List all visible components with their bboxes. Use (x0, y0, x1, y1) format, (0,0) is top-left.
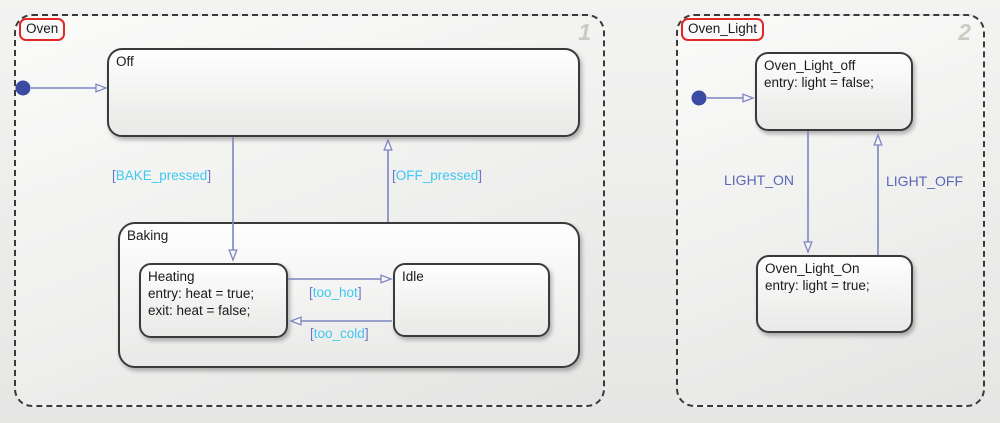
transition-label-too-cold[interactable]: [too_cold] (310, 326, 369, 342)
state-oven-light-on[interactable]: Oven_Light_On entry: light = true; (756, 255, 913, 333)
state-off[interactable]: Off (107, 48, 580, 137)
state-oven-light-off-actions: entry: light = false; (757, 74, 911, 91)
transition-label-light-off[interactable]: LIGHT_OFF (886, 173, 964, 189)
bracket-close: ] (207, 168, 212, 183)
transition-label-off-pressed[interactable]: [OFF_pressed] (392, 168, 482, 184)
bracket-open: [ (112, 168, 116, 183)
state-idle-title: Idle (402, 269, 424, 284)
state-heating-title: Heating (148, 269, 195, 284)
region-oven-number: 1 (578, 19, 591, 45)
state-off-title: Off (116, 54, 134, 69)
transition-label-light-on[interactable]: LIGHT_ON (724, 172, 795, 188)
state-heating-exit: exit: heat = false; (148, 303, 251, 318)
state-baking-title: Baking (127, 228, 169, 243)
state-oven-light-on-actions: entry: light = true; (758, 277, 911, 294)
bracket-open: [ (309, 285, 313, 300)
state-oven-light-on-entry: entry: light = true; (765, 278, 870, 293)
region-oven-label[interactable]: Oven (19, 18, 66, 41)
condition-text: BAKE_pressed (115, 168, 208, 183)
bracket-close: ] (364, 326, 369, 341)
state-oven-light-on-title: Oven_Light_On (765, 261, 860, 276)
bracket-open: [ (392, 168, 396, 183)
bracket-open: [ (310, 326, 314, 341)
condition-text: OFF_pressed (395, 168, 479, 183)
state-idle[interactable]: Idle (393, 263, 550, 337)
region-oven-light-number: 2 (958, 19, 971, 45)
bracket-close: ] (478, 168, 483, 183)
state-oven-light-off[interactable]: Oven_Light_off entry: light = false; (755, 52, 913, 131)
state-heating-entry: entry: heat = true; (148, 286, 255, 301)
condition-text: too_hot (312, 285, 358, 300)
condition-text: too_cold (313, 326, 365, 341)
state-heating-actions: entry: heat = true; exit: heat = false; (141, 285, 286, 319)
transition-label-bake-pressed[interactable]: [BAKE_pressed] (112, 168, 211, 184)
state-heating[interactable]: Heating entry: heat = true; exit: heat =… (139, 263, 288, 338)
state-oven-light-off-title: Oven_Light_off (764, 58, 856, 73)
bracket-close: ] (357, 285, 362, 300)
region-oven-light-label[interactable]: Oven_Light (681, 18, 765, 41)
state-oven-light-off-entry: entry: light = false; (764, 75, 874, 90)
transition-label-too-hot[interactable]: [too_hot] (309, 285, 362, 301)
